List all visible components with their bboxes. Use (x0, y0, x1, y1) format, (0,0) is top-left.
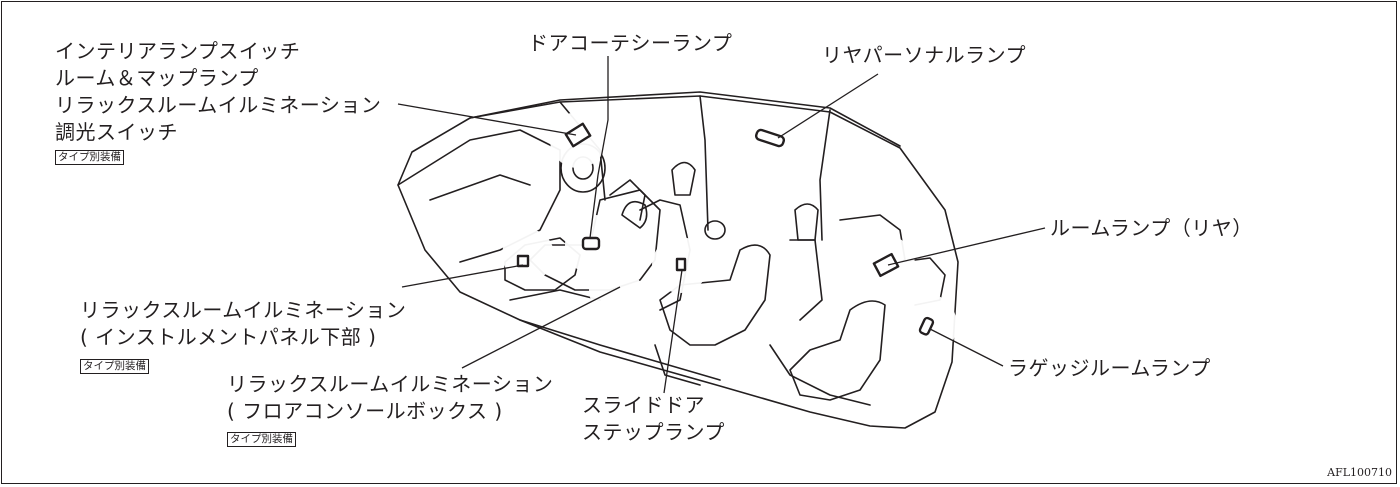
label-line: スライドドア (582, 393, 705, 417)
luggage-lamp-icon (918, 316, 935, 336)
roof-line (469, 91, 901, 147)
third-row-seat (789, 300, 886, 401)
label-rear-personal: リヤパーソナルランプ (822, 43, 1026, 67)
label-room-rear: ルームランプ（リヤ） (1050, 216, 1253, 240)
b-pillar (699, 95, 709, 231)
label-line: ( フロアコンソールボックス ) (227, 399, 503, 423)
leader-room-rear (887, 227, 1046, 266)
c-pillar (819, 109, 831, 241)
room-rear-lamp-icon (872, 252, 900, 278)
label-line: ステップランプ (582, 420, 725, 444)
label-line: リラックスルームイルミネーション (80, 298, 407, 322)
leader-luggage (929, 328, 1004, 367)
figure-code: AFL100710 (1327, 466, 1392, 479)
leader-door-courtesy (589, 56, 609, 239)
label-interior-switch: インテリアランプスイッチ ルーム＆マップランプ リラックスルームイルミネーション… (55, 38, 381, 146)
step-lamp-icon (675, 257, 687, 272)
second-row-seat (659, 244, 771, 346)
room-map-lamp-icon (564, 122, 592, 148)
leader-step (663, 269, 683, 394)
label-door-courtesy: ドアコーテシーランプ (528, 31, 733, 55)
label-line: ルーム＆マップランプ (55, 66, 259, 90)
label-line: 調光スイッチ (55, 120, 178, 144)
door-courtesy-lamp-icon (581, 236, 601, 251)
label-relax-console: リラックスルームイルミネーション ( フロアコンソールボックス ) (227, 371, 553, 425)
leader-instrument (401, 264, 524, 288)
type-badge-3: タイプ別装備 (227, 432, 296, 447)
label-line: リラックスルームイルミネーション (55, 93, 382, 117)
instrument-lamp-icon (516, 254, 530, 268)
label-slide-door-step: スライドドア ステップランプ (582, 392, 725, 446)
type-badge-2: タイプ別装備 (80, 359, 149, 374)
leader-console (461, 286, 621, 369)
leader-rear-personal (777, 73, 879, 139)
label-line: ( インストルメントパネル下部 ) (80, 325, 377, 349)
label-line: インテリアランプスイッチ (55, 39, 301, 63)
type-badge-1: タイプ別装備 (55, 150, 124, 165)
rear-personal-lamp-icon (754, 128, 786, 148)
leader-interior-switch (397, 103, 577, 136)
label-relax-instrument: リラックスルームイルミネーション ( インストルメントパネル下部 ) (80, 297, 406, 351)
label-luggage: ラゲッジルームランプ (1008, 356, 1211, 380)
label-line: リラックスルームイルミネーション (227, 372, 554, 396)
